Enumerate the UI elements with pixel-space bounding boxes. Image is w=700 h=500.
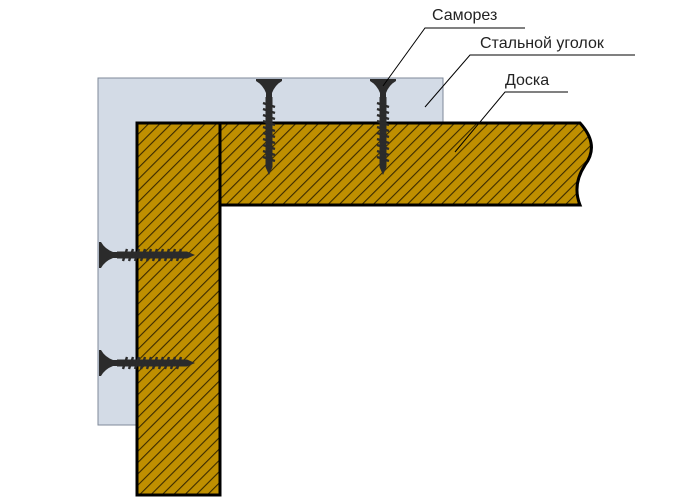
leader-screw-2	[269, 28, 425, 86]
vertical-board	[135, 121, 222, 497]
label-screw: Саморез	[432, 7, 497, 24]
leader-steel-angle	[424, 54, 635, 108]
leader-lines	[269, 27, 635, 153]
label-steel-angle: Стальной уголок	[480, 35, 605, 52]
horizontal-board	[218, 121, 593, 207]
leader-board	[454, 91, 568, 153]
leader-screw	[382, 27, 525, 87]
label-board: Доска	[505, 72, 549, 89]
